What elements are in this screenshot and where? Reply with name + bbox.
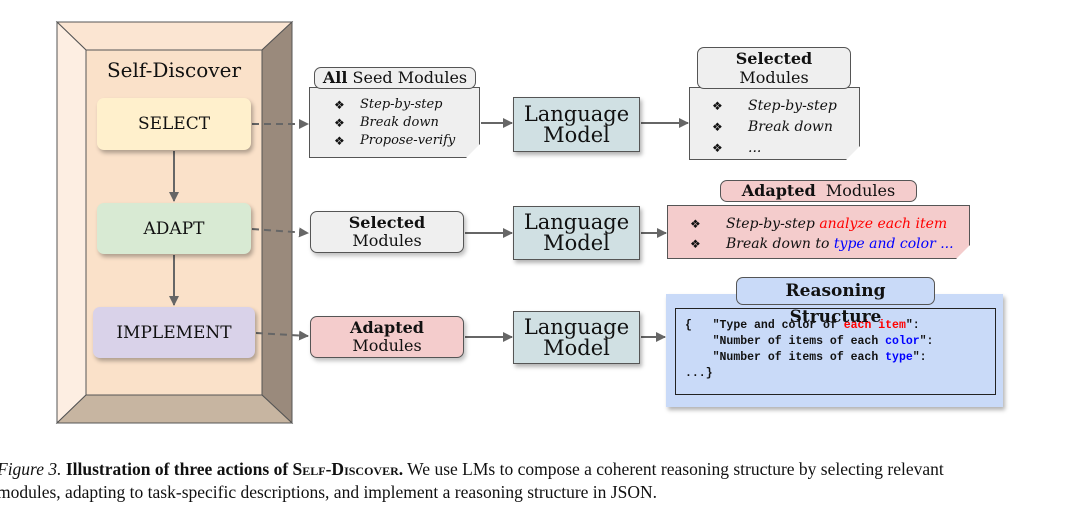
reasoning-structure-title: Reasoning Structure	[736, 277, 935, 327]
list-item: ❖Step-by-step	[334, 97, 443, 112]
figure-caption-line1: Figure 3. Illustration of three actions …	[0, 459, 944, 479]
diamond-bullet-icon: ❖	[712, 141, 723, 155]
diamond-bullet-icon: ❖	[712, 120, 723, 134]
code-line: ...}	[685, 367, 713, 380]
select-step: SELECT	[97, 98, 251, 150]
dashed-arrow-adapt	[251, 227, 309, 238]
diamond-bullet-icon: ❖	[712, 99, 723, 113]
list-item: ❖Break down	[712, 117, 859, 138]
code-line: "Number of items of each color":	[712, 335, 934, 348]
list-item: ❖Step-by-step	[712, 96, 859, 117]
adapt-step: ADAPT	[97, 203, 251, 254]
list-item: ❖...	[712, 138, 859, 159]
diamond-bullet-icon: ❖	[334, 134, 345, 148]
implement-step: IMPLEMENT	[93, 307, 255, 358]
code-line: { "Type and color of each item":	[685, 319, 920, 332]
reasoning-structure-panel: { "Type and color of each item": "Number…	[666, 294, 1003, 407]
frame-title: Self-Discover	[106, 58, 241, 82]
list-item: ❖Step-by-step analyze each item	[690, 216, 948, 232]
seed-modules-note: ❖Step-by-step ❖Break down ❖Propose-verif…	[309, 87, 480, 158]
reasoning-structure-code: { "Type and color of each item": "Number…	[675, 308, 996, 395]
list-item: ❖Break down	[334, 115, 439, 130]
figure-caption-line2: modules, adapting to task-specific descr…	[0, 482, 657, 502]
diamond-bullet-icon: ❖	[334, 98, 345, 112]
diamond-bullet-icon: ❖	[334, 116, 345, 130]
dashed-arrow-implement	[255, 330, 309, 341]
diamond-bullet-icon: ❖	[690, 217, 701, 231]
adapted-modules-note: ❖Step-by-step analyze each item ❖Break d…	[667, 205, 970, 259]
list-item: ❖Break down to type and color ...	[690, 236, 954, 252]
diamond-bullet-icon: ❖	[690, 237, 701, 251]
list-item: ❖Propose-verify	[334, 133, 456, 148]
adapted-modules-title: Adapted Modules	[720, 180, 917, 202]
code-line: "Number of items of each type":	[712, 351, 927, 364]
seed-modules-title: All Seed Modules	[314, 67, 476, 89]
selected-modules-note: ❖Step-by-step ❖Break down ❖...	[689, 87, 860, 160]
